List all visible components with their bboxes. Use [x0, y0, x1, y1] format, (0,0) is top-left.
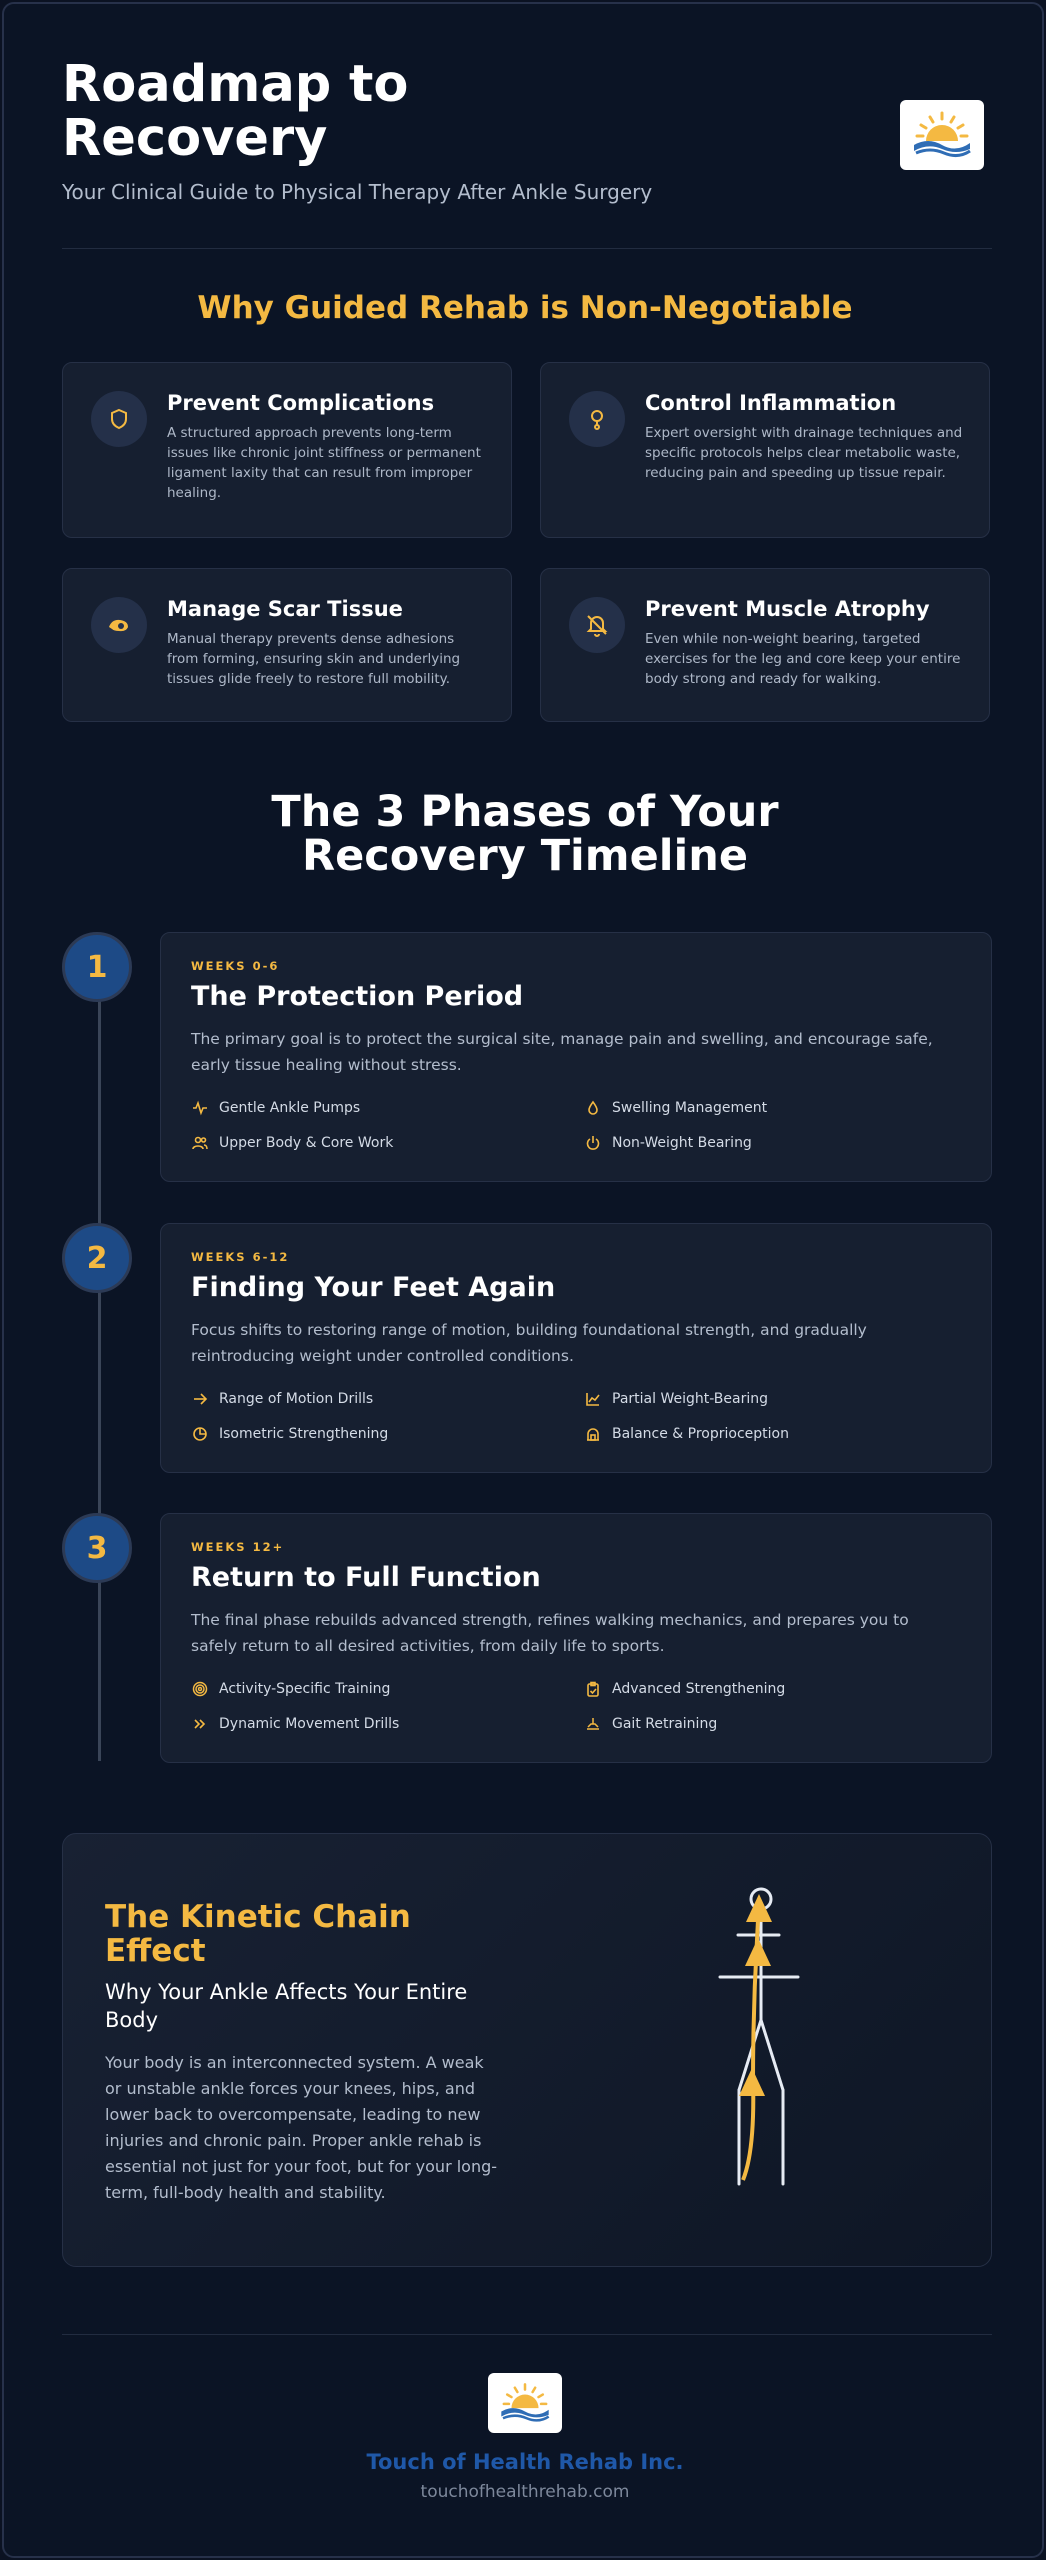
muscle-icon [569, 597, 625, 653]
footprint-icon [584, 1715, 602, 1733]
phase-item: Activity-Specific Training [191, 1678, 584, 1700]
phase-item: Dynamic Movement Drills [191, 1713, 584, 1735]
phase-item: Swelling Management [584, 1097, 961, 1119]
clipboard-icon [584, 1680, 602, 1698]
footer-divider [62, 2334, 992, 2335]
users-icon [191, 1134, 209, 1152]
phase-item: Gentle Ankle Pumps [191, 1097, 584, 1119]
page-title: Roadmap to Recovery [62, 55, 409, 168]
power-icon [584, 1134, 602, 1152]
arrow-right-icon [191, 1390, 209, 1408]
phase-title: Finding Your Feet Again [191, 1272, 556, 1303]
why-card-title: Prevent Muscle Atrophy [645, 597, 930, 621]
phase-item: Partial Weight-Bearing [584, 1388, 961, 1410]
phase-items: Range of Motion Drills Partial Weight-Be… [191, 1388, 961, 1445]
phase-title: Return to Full Function [191, 1562, 541, 1593]
balance-icon [584, 1425, 602, 1443]
pulse-icon [191, 1099, 209, 1117]
phase-card-1: WEEKS 0-6 The Protection Period The prim… [160, 932, 992, 1182]
why-card-text: A structured approach prevents long-term… [167, 425, 481, 501]
phase-number-badge: 2 [62, 1223, 132, 1293]
why-card-text: Manual therapy prevents dense adhesions … [167, 631, 461, 687]
header: Roadmap to Recovery Your Clinical Guide … [62, 55, 992, 205]
phase-weeks: WEEKS 6-12 [191, 1250, 290, 1264]
phase-item: Advanced Strengthening [584, 1678, 961, 1700]
phase-number-badge: 3 [62, 1513, 132, 1583]
drop-icon [584, 1099, 602, 1117]
timeline-line [98, 969, 101, 1761]
kinetic-chain-card: The Kinetic Chain Effect Why Your Ankle … [62, 1833, 992, 2267]
phase-item: Isometric Strengthening [191, 1423, 584, 1445]
phase-item: Upper Body & Core Work [191, 1132, 584, 1154]
phase-title: The Protection Period [191, 981, 524, 1012]
kinetic-body: Your body is an interconnected system. A… [105, 2053, 498, 2202]
footer-url-link[interactable]: touchofhealthrehab.com [420, 2482, 630, 2502]
phase-item: Range of Motion Drills [191, 1388, 584, 1410]
phase-number-badge: 1 [62, 932, 132, 1002]
phase-description: Focus shifts to restoring range of motio… [191, 1321, 867, 1365]
phase-description: The primary goal is to protect the surgi… [191, 1030, 933, 1074]
why-card-title: Manage Scar Tissue [167, 597, 403, 621]
kinetic-chain-figure-icon [683, 1880, 823, 2214]
kinetic-subtitle: Why Your Ankle Affects Your Entire Body [105, 1980, 468, 2032]
why-section-title: Why Guided Rehab is Non-Negotiable [197, 290, 853, 326]
phase-weeks: WEEKS 12+ [191, 1540, 285, 1554]
phase-item: Gait Retraining [584, 1713, 961, 1735]
phase-items: Gentle Ankle Pumps Swelling Management U… [191, 1097, 961, 1154]
hand-icon [91, 597, 147, 653]
drop-icon [569, 391, 625, 447]
why-card-complications: Prevent Complications A structured appro… [62, 362, 512, 538]
chevrons-right-icon [191, 1715, 209, 1733]
why-card-inflammation: Control Inflammation Expert oversight wi… [540, 362, 990, 538]
sun-wave-logo-icon [900, 100, 984, 170]
footer-company-name: Touch of Health Rehab Inc. [366, 2450, 684, 2474]
line-chart-icon [584, 1390, 602, 1408]
shield-icon [91, 391, 147, 447]
pie-chart-icon [191, 1425, 209, 1443]
phase-items: Activity-Specific Training Advanced Stre… [191, 1678, 961, 1735]
target-icon [191, 1680, 209, 1698]
phase-weeks: WEEKS 0-6 [191, 959, 280, 973]
timeline-section-title: The 3 Phases of Your Recovery Timeline [271, 787, 779, 881]
phase-card-3: WEEKS 12+ Return to Full Function The fi… [160, 1513, 992, 1763]
why-card-title: Prevent Complications [167, 391, 435, 415]
phase-card-2: WEEKS 6-12 Finding Your Feet Again Focus… [160, 1223, 992, 1473]
phase-description: The final phase rebuilds advanced streng… [191, 1611, 909, 1655]
why-card-atrophy: Prevent Muscle Atrophy Even while non-we… [540, 568, 990, 722]
sun-wave-logo-icon [488, 2373, 562, 2433]
why-card-scar-tissue: Manage Scar Tissue Manual therapy preven… [62, 568, 512, 722]
why-card-text: Expert oversight with drainage technique… [645, 425, 963, 481]
header-divider [62, 248, 992, 249]
kinetic-title: The Kinetic Chain Effect [105, 1899, 411, 1969]
phase-item: Non-Weight Bearing [584, 1132, 961, 1154]
page-subtitle: Your Clinical Guide to Physical Therapy … [62, 180, 653, 204]
phase-item: Balance & Proprioception [584, 1423, 961, 1445]
why-card-title: Control Inflammation [645, 391, 897, 415]
why-card-text: Even while non-weight bearing, targeted … [645, 631, 961, 687]
